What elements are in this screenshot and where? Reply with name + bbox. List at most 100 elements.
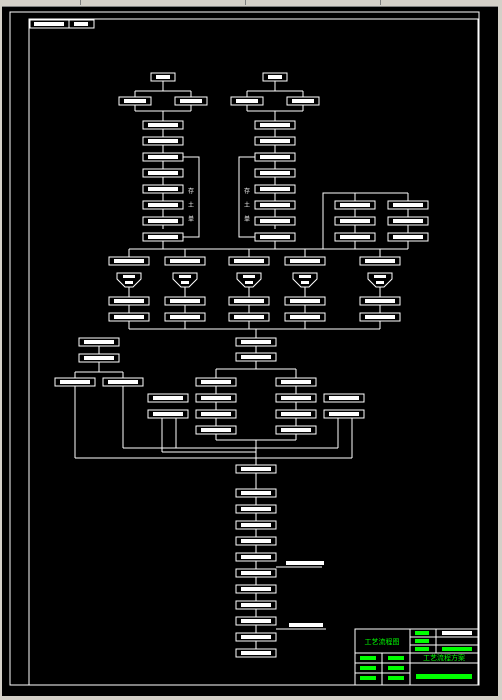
process-box-label bbox=[393, 219, 423, 223]
process-box-label bbox=[393, 203, 423, 207]
process-box-label bbox=[281, 428, 311, 432]
process-box-label bbox=[170, 299, 200, 303]
process-box-label bbox=[153, 412, 183, 416]
title-field bbox=[442, 647, 472, 651]
process-box-label bbox=[114, 299, 144, 303]
hopper-label bbox=[299, 275, 311, 278]
side-loop-left bbox=[183, 156, 200, 238]
process-box-label bbox=[148, 187, 178, 191]
process-box-label bbox=[340, 235, 370, 239]
title-field bbox=[415, 639, 429, 643]
process-box-label bbox=[260, 187, 290, 191]
process-box-label bbox=[148, 171, 178, 175]
process-box-label bbox=[234, 299, 264, 303]
toolbar-segment bbox=[0, 0, 81, 5]
process-box-label bbox=[290, 259, 320, 263]
title-field bbox=[416, 674, 472, 679]
hopper-label bbox=[374, 275, 386, 278]
process-box-label bbox=[148, 219, 178, 223]
process-box-label bbox=[148, 235, 178, 239]
hopper-label bbox=[376, 281, 384, 284]
process-box-label bbox=[290, 299, 320, 303]
drawing-border-inner bbox=[28, 18, 479, 686]
process-box-label bbox=[365, 299, 395, 303]
process-box-label bbox=[241, 340, 271, 344]
hopper-label bbox=[301, 281, 309, 284]
process-box-label bbox=[290, 315, 320, 319]
title-field bbox=[388, 676, 404, 680]
process-box-label bbox=[201, 380, 231, 384]
process-box-label bbox=[241, 587, 271, 591]
process-box-label bbox=[260, 171, 290, 175]
process-box-label bbox=[170, 315, 200, 319]
process-box-label bbox=[234, 259, 264, 263]
drawing-subtitle: 工艺流程方案 bbox=[423, 653, 465, 662]
process-box-label bbox=[241, 539, 271, 543]
process-box-label bbox=[260, 123, 290, 127]
process-box-label bbox=[153, 396, 183, 400]
process-box-label bbox=[260, 155, 290, 159]
hopper-label bbox=[123, 275, 135, 278]
hopper-label bbox=[125, 281, 133, 284]
toolbar-segment bbox=[80, 0, 246, 5]
title-field bbox=[360, 676, 376, 680]
process-box-label bbox=[281, 380, 311, 384]
hopper-label bbox=[245, 281, 253, 284]
process-box-label bbox=[241, 467, 271, 471]
title-field bbox=[388, 656, 404, 660]
side-annotation-right: 土 bbox=[244, 201, 250, 209]
process-box-label bbox=[268, 75, 282, 79]
process-box-label bbox=[260, 235, 290, 239]
process-box-label bbox=[241, 555, 271, 559]
process-box-label bbox=[114, 315, 144, 319]
drawing-title: 工艺流程图 bbox=[365, 637, 400, 646]
process-box-label bbox=[148, 123, 178, 127]
process-box-label bbox=[365, 259, 395, 263]
window-frame-right bbox=[498, 6, 502, 700]
title-field bbox=[360, 656, 376, 660]
process-box-label bbox=[241, 507, 271, 511]
process-box-label bbox=[156, 75, 170, 79]
process-box-label bbox=[281, 412, 311, 416]
process-box-label bbox=[241, 603, 271, 607]
side-loop-right bbox=[238, 156, 255, 238]
process-box-label bbox=[241, 635, 271, 639]
hopper-label bbox=[181, 281, 189, 284]
process-box-label bbox=[201, 428, 231, 432]
label-tag-text bbox=[34, 22, 64, 26]
process-box-label bbox=[260, 219, 290, 223]
cad-drawing-canvas[interactable]: 存土单存土单 工艺流程图工艺流程方案 bbox=[2, 7, 498, 696]
hopper-label bbox=[179, 275, 191, 278]
process-box-label bbox=[340, 203, 370, 207]
process-box-label bbox=[241, 523, 271, 527]
side-annotation-left: 土 bbox=[188, 201, 194, 209]
side-annotation-right: 存 bbox=[244, 187, 250, 195]
process-box-label bbox=[340, 219, 370, 223]
process-box-label bbox=[281, 396, 311, 400]
process-box-label bbox=[241, 619, 271, 623]
side-annotation-right: 单 bbox=[244, 215, 250, 223]
process-box-label bbox=[329, 412, 359, 416]
process-box-label bbox=[170, 259, 200, 263]
trunk-annotation-bar bbox=[289, 623, 323, 627]
process-box-label bbox=[108, 380, 138, 384]
hopper-label bbox=[243, 275, 255, 278]
title-field bbox=[415, 647, 429, 651]
process-box-label bbox=[60, 380, 90, 384]
process-box-label bbox=[393, 235, 423, 239]
title-field bbox=[415, 631, 429, 635]
process-box-label bbox=[201, 412, 231, 416]
process-box-label bbox=[148, 139, 178, 143]
process-box-label bbox=[329, 396, 359, 400]
process-box-label bbox=[365, 315, 395, 319]
process-box-label bbox=[84, 340, 114, 344]
window-toolbar bbox=[0, 0, 502, 7]
process-box-label bbox=[84, 356, 114, 360]
process-box-label bbox=[241, 355, 271, 359]
process-box-label bbox=[260, 203, 290, 207]
window-frame-left bbox=[0, 6, 2, 700]
process-box-label bbox=[148, 155, 178, 159]
trunk-annotation-bar bbox=[286, 561, 324, 565]
process-box-label bbox=[180, 99, 202, 103]
